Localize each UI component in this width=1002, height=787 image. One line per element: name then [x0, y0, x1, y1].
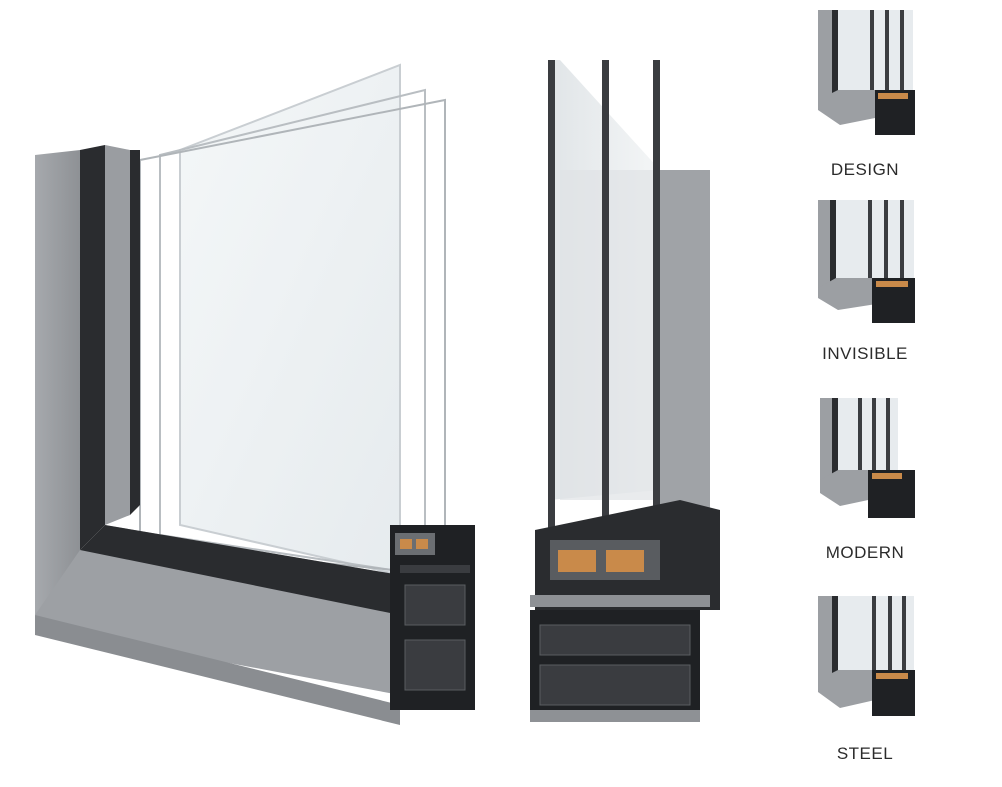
profile-steel[interactable]: STEEL — [800, 596, 930, 771]
profile-steel-image — [818, 596, 915, 716]
profile-design-image — [818, 10, 915, 135]
profile-label: INVISIBLE — [822, 344, 908, 363]
window-corner-illustration — [35, 63, 475, 725]
profile-label: STEEL — [836, 744, 894, 763]
profile-modern-image — [820, 398, 915, 518]
profile-label: DESIGN — [830, 160, 900, 179]
window-section-illustration — [530, 60, 720, 722]
profile-invisible[interactable]: INVISIBLE — [800, 200, 930, 370]
profile-invisible-image — [818, 200, 915, 323]
profile-label: MODERN — [825, 543, 905, 562]
profile-design[interactable]: DESIGN — [800, 10, 930, 185]
profile-modern[interactable]: MODERN — [800, 398, 930, 573]
